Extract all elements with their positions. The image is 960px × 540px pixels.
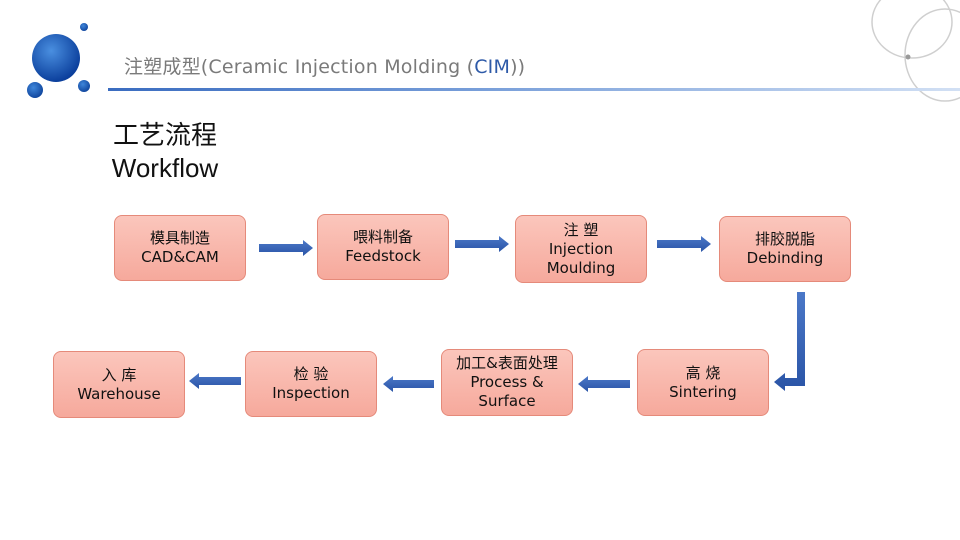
header-divider xyxy=(108,88,960,91)
small-blue-dot-icon xyxy=(78,80,90,92)
arrow-right-icon xyxy=(657,236,711,252)
arrow-elbow-icon xyxy=(774,292,805,391)
small-blue-dot-icon xyxy=(80,23,88,31)
corner-circles-icon xyxy=(871,0,960,102)
arrow-left-icon xyxy=(578,376,630,392)
section-title-zh: 工艺流程 xyxy=(112,121,217,151)
section-title: 工艺流程 Workflow xyxy=(100,120,230,184)
arrow-right-icon xyxy=(455,236,509,252)
arrow-right-icon xyxy=(259,240,313,256)
arrow-left-icon xyxy=(383,376,434,392)
large-blue-dot-icon xyxy=(32,34,80,82)
page-title: 注塑成型(Ceramic Injection Molding (CIM)) xyxy=(124,56,526,78)
arrow-left-icon xyxy=(189,373,241,389)
section-title-en: Workflow xyxy=(111,153,219,183)
small-blue-dot-icon xyxy=(27,82,43,98)
